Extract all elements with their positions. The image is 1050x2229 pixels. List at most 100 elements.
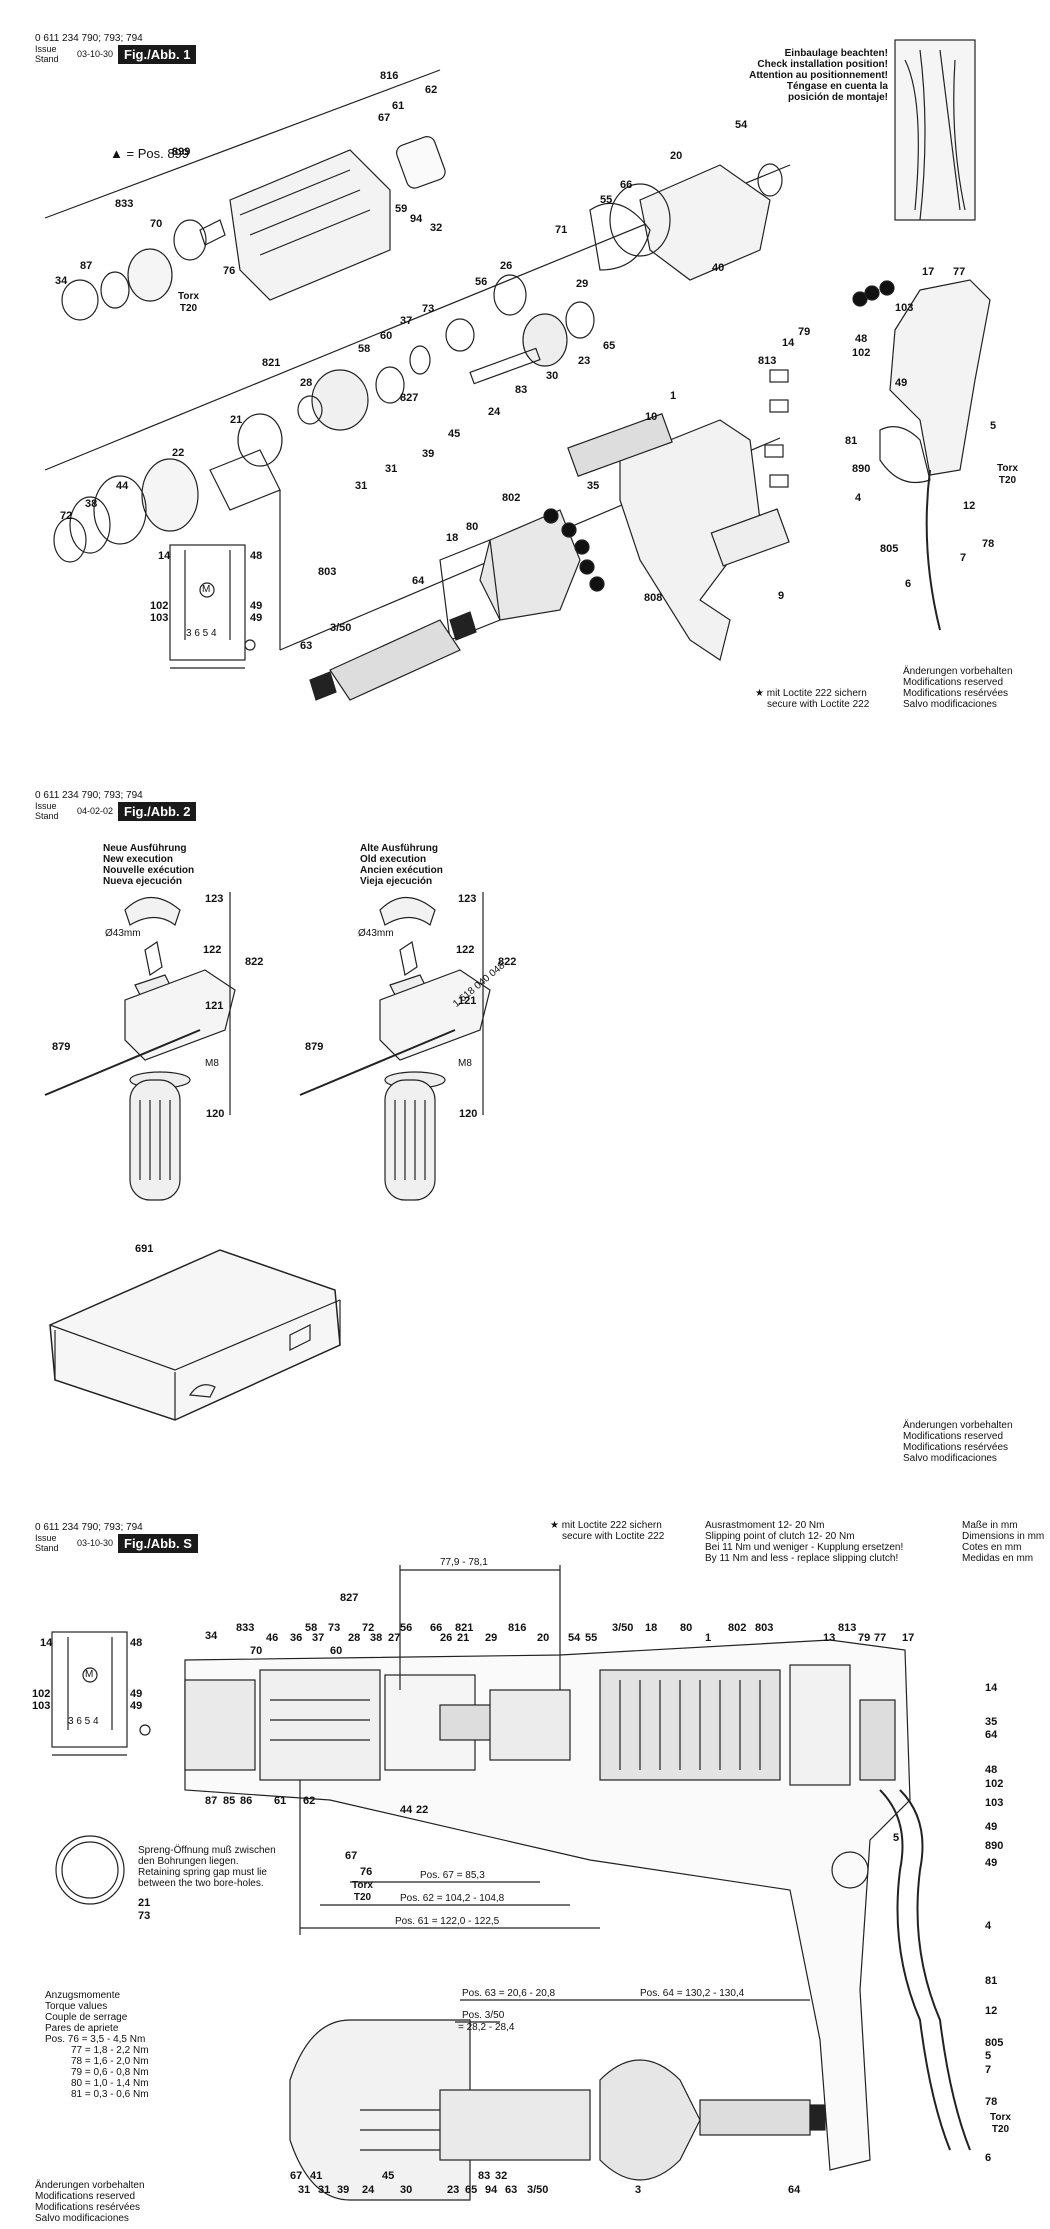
figs-wiring-103: 103 [32, 1700, 51, 1712]
figs-wiring-102: 102 [32, 1688, 51, 1700]
fig1-label-350: 3/50 [330, 622, 352, 634]
figs-label-38: 38 [370, 1632, 383, 1644]
fig2-old-123: 123 [458, 893, 477, 905]
figs-measure-62: Pos. 62 = 104,2 - 104,8 [400, 1893, 505, 1904]
fig2-old-879: 879 [305, 1041, 324, 1053]
figs-label-34: 34 [205, 1630, 218, 1642]
fig1-label-71: 71 [555, 224, 568, 236]
fig1-label-32: 32 [430, 222, 443, 234]
fig1-date: 03-10-30 [77, 49, 114, 59]
figs-label-816: 816 [508, 1622, 527, 1634]
figs-lower-3: 3 [635, 2184, 642, 2196]
figs-label-r103: 103 [985, 1797, 1004, 1809]
fig1-label-30: 30 [546, 370, 559, 382]
figs-label-r12: 12 [985, 2005, 998, 2017]
fig1-label-61: 61 [392, 100, 405, 112]
figs-label-85: 85 [223, 1795, 236, 1807]
fig1-label-77: 77 [953, 266, 966, 278]
figs-lower-30: 30 [400, 2184, 413, 2196]
fig2-old-diameter: Ø43mm [358, 928, 394, 939]
figs-label-r78: 78 [985, 2096, 998, 2108]
fig1-label-5: 5 [990, 420, 997, 432]
fig1-label-81: 81 [845, 435, 858, 447]
figs-label-803: 803 [755, 1622, 774, 1634]
fig1-label-94: 94 [410, 213, 423, 225]
fig1-label-10: 10 [645, 411, 658, 423]
figs-label-80: 80 [680, 1622, 693, 1634]
figs-label-58: 58 [305, 1622, 318, 1634]
fig1-label-87: 87 [80, 260, 93, 272]
fig1-label-29: 29 [576, 278, 589, 290]
figs-label-r49b: 49 [985, 1857, 998, 1869]
fig1-label-70: 70 [150, 218, 163, 230]
fig1-label-60: 60 [380, 330, 393, 342]
fig1-wiring-103: 103 [150, 612, 169, 624]
fig1-label-17: 17 [922, 266, 935, 278]
figs-lower-32: 32 [495, 2170, 508, 2182]
figs-label-833: 833 [236, 1622, 255, 1634]
figs-lower-23: 23 [447, 2184, 460, 2196]
fig1-wiring-102: 102 [150, 600, 169, 612]
figs-label-55: 55 [585, 1632, 598, 1644]
fig1-label-7: 7 [960, 552, 967, 564]
figs-label-70: 70 [250, 1645, 263, 1657]
fig1-label-66: 66 [620, 179, 633, 191]
figs-label-r102: 102 [985, 1778, 1004, 1790]
fig2-new-822: 822 [245, 956, 264, 968]
fig1-pos-note: ▲ = Pos. 899 [110, 146, 190, 161]
fig1-label-833: 833 [115, 198, 134, 210]
figs-label-22: 22 [416, 1804, 429, 1816]
fig1-label-72: 72 [60, 510, 73, 522]
fig1-label-65: 65 [603, 340, 616, 352]
fig1-label-899: 899 [172, 146, 191, 158]
fig1-label-31b: 31 [355, 480, 368, 492]
fig1-label-808: 808 [644, 592, 663, 604]
triangle-icon: ▲ [110, 146, 123, 161]
figs-label-27: 27 [388, 1632, 401, 1644]
fig1-label-26: 26 [500, 260, 513, 272]
fig1-install-note: Einbaulage beachten! Check installation … [749, 48, 888, 103]
figs-label-73b: 73 [138, 1910, 151, 1922]
figs-lower-64: 64 [788, 2184, 801, 2196]
fig1-label-83: 83 [515, 384, 528, 396]
figs-wiring-motor: M [85, 1669, 94, 1680]
figs-label-73: 73 [328, 1622, 341, 1634]
fig1-label-54: 54 [735, 119, 748, 131]
fig1-label-76: 76 [223, 265, 236, 277]
figs-label-21: 21 [457, 1632, 470, 1644]
fig1-wiring-motor: M [202, 584, 211, 595]
fig1-label-22: 22 [172, 447, 185, 459]
figs-label-60: 60 [330, 1645, 343, 1657]
fig2-new-m8: M8 [205, 1058, 219, 1069]
figs-label-44: 44 [400, 1804, 413, 1816]
fig1-label-6: 6 [905, 578, 912, 590]
figs-label-r14: 14 [985, 1682, 998, 1694]
figs-label-46: 46 [266, 1632, 279, 1644]
fig1-label-803: 803 [318, 566, 337, 578]
figs-lower-31: 31 [298, 2184, 311, 2196]
figs-measure-350b: = 28,2 - 28,4 [458, 2022, 515, 2033]
fig2-old-121: 121 [458, 995, 477, 1007]
figs-label-802: 802 [728, 1622, 747, 1634]
figs-measure-350: Pos. 3/50 [462, 2010, 505, 2021]
fig1-label-73: 73 [422, 303, 435, 315]
fig2-case-label: 691 [135, 1243, 154, 1255]
figs-label-813: 813 [838, 1622, 857, 1634]
fig2-date: 04-02-02 [77, 806, 114, 816]
fig1-wiring-14: 14 [158, 550, 171, 562]
fig1-label-63: 63 [300, 640, 313, 652]
figs-lower-94: 94 [485, 2184, 498, 2196]
fig1-wiring-49: 49 [250, 600, 263, 612]
fig2-new-123: 123 [205, 893, 224, 905]
fig1-label-813: 813 [758, 355, 777, 367]
figs-label-86: 86 [240, 1795, 253, 1807]
fig1-label-4: 4 [855, 492, 862, 504]
fig1-label-31: 31 [385, 463, 398, 475]
fig1-label-827: 827 [400, 392, 419, 404]
